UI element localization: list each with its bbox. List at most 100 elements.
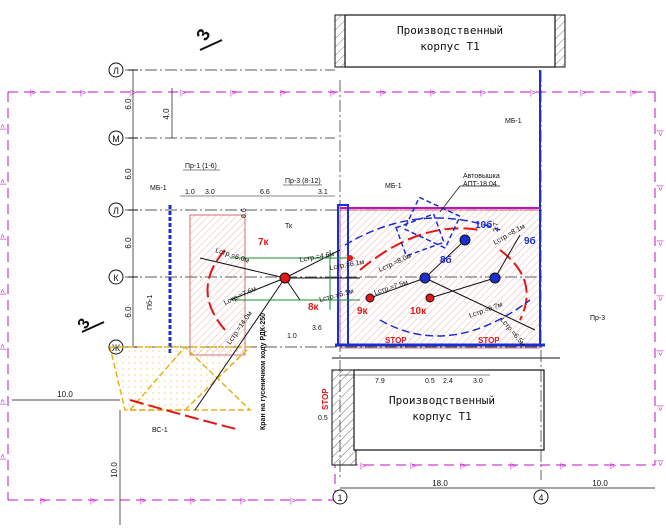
tag-mb1-right: МБ-1 bbox=[505, 118, 522, 125]
tag-vs1: ВС-1 bbox=[152, 427, 168, 434]
dim-left-4: 6.0 bbox=[124, 306, 133, 318]
section-mark-left: 3 bbox=[75, 316, 105, 333]
dim-mid-12: 1.0 bbox=[287, 333, 297, 340]
dim-mid-4: 6.6 bbox=[241, 208, 248, 218]
dim-mid-7: 7.9 bbox=[375, 378, 385, 385]
fence-marker: |> bbox=[460, 463, 466, 470]
dim-left-3: 6.0 bbox=[124, 237, 133, 249]
dim-mid-13: 3.6 bbox=[312, 325, 322, 332]
crane-label: Автовышка АПТ-18.04 bbox=[439, 173, 500, 213]
fence-marker: |> bbox=[380, 90, 386, 97]
fence-markers: |> |> |> |> |> |> |> |> |> |> |> |> |> |> |> |> |> |> |> |>… bbox=[0, 90, 663, 505]
fence-marker: |> bbox=[656, 405, 663, 411]
fence-marker: |> bbox=[410, 463, 416, 470]
section-mark-top-label: 3 bbox=[192, 25, 214, 44]
crane-title: Автовышка bbox=[463, 173, 500, 180]
dims-left: 6.0 6.0 6.0 6.0 4.0 bbox=[124, 69, 173, 348]
dim-bottom-3: 10.0 bbox=[57, 390, 73, 399]
stop-labels: STOP STOP STOP bbox=[321, 336, 500, 410]
dim-left-1: 6.0 bbox=[124, 98, 133, 110]
tag-pr1: Пр-1 (1-6) bbox=[185, 163, 217, 170]
tag-mb1-center: МБ-1 bbox=[385, 183, 402, 190]
fence-marker: |> bbox=[656, 240, 663, 246]
fence-marker: |> bbox=[560, 463, 566, 470]
dim-mid-9: 2.4 bbox=[443, 378, 453, 385]
fence-marker: |> bbox=[656, 185, 663, 191]
tag-tk: Тк bbox=[285, 223, 293, 230]
fence-marker: |> bbox=[140, 498, 146, 505]
building-top: Производственный корпус Т1 bbox=[334, 14, 566, 68]
dim-bottom-4: 10.0 bbox=[110, 462, 119, 478]
tag-pr3-right: Пр-3 bbox=[590, 315, 605, 322]
fence-marker: |> bbox=[480, 90, 486, 97]
tag-mb1-left: МБ-1 bbox=[150, 185, 167, 192]
tag-pr3: Пр-3 (8-12) bbox=[285, 178, 321, 185]
pos-10b: 10б bbox=[475, 219, 492, 231]
fence-marker: |> bbox=[360, 463, 366, 470]
position-labels: 7к 8к 9к 10к 10б 9б 8б bbox=[258, 219, 536, 317]
fence-marker: |> bbox=[190, 498, 196, 505]
fence-marker: |> bbox=[656, 460, 663, 466]
fence-marker: |> bbox=[90, 498, 96, 505]
fence-marker: |> bbox=[0, 399, 7, 405]
dim-bottom-1: 18.0 bbox=[432, 479, 448, 488]
building-bottom-name: Производственный bbox=[389, 394, 495, 407]
building-top-sub: корпус Т1 bbox=[420, 40, 480, 53]
axis-label-4: К bbox=[113, 273, 119, 283]
fence-marker: |> bbox=[0, 454, 7, 460]
fence-marker: |> bbox=[0, 234, 7, 240]
fence-marker: |> bbox=[280, 90, 286, 97]
dim-left-5: 4.0 bbox=[162, 108, 171, 120]
fence-marker: |> bbox=[656, 350, 663, 356]
fence-marker: |> bbox=[30, 90, 36, 97]
building-bottom-sub: корпус Т1 bbox=[412, 410, 472, 423]
dim-mid-11: 0.5 bbox=[318, 415, 328, 422]
pos-9k: 9к bbox=[357, 306, 369, 317]
dims-middle: 1.0 3.0 6.6 6.6 3.1 2.7 7.9 0.5 2.4 3.0 … bbox=[180, 189, 500, 422]
fence-marker: |> bbox=[610, 463, 616, 470]
crane-note: Кран на гусеничном ходу РДК-250 bbox=[260, 313, 267, 430]
dim-mid-3: 6.6 bbox=[260, 189, 270, 196]
tag-pb1: Пб-1 bbox=[146, 295, 154, 310]
dim-mid-8: 0.5 bbox=[425, 378, 435, 385]
fence-marker: |> bbox=[180, 90, 186, 97]
pos-10k: 10к bbox=[410, 306, 427, 317]
fence-marker: |> bbox=[0, 344, 7, 350]
dim-mid-1: 1.0 bbox=[185, 189, 195, 196]
tags: Пр-1 (1-6) Пр-3 (8-12) МБ-1 МБ-1 МБ-1 Пб… bbox=[146, 118, 605, 434]
stop-2: STOP bbox=[478, 336, 500, 345]
fence-marker: |> bbox=[40, 498, 46, 505]
axis-label-1: Л bbox=[113, 66, 119, 76]
dim-mid-10: 3.0 bbox=[473, 378, 483, 385]
work-area-left bbox=[189, 214, 246, 356]
crane-pivots bbox=[279, 234, 501, 303]
boom-lines-green bbox=[230, 250, 360, 310]
crane-footprint-2 bbox=[128, 345, 252, 411]
axis-label-3: Л bbox=[113, 206, 119, 216]
section-mark-left-label: 3 bbox=[75, 316, 94, 332]
dims-bottom: 18.0 10.0 10.0 10.0 bbox=[12, 390, 655, 525]
fence-marker: |> bbox=[430, 90, 436, 97]
pos-8k: 8к bbox=[308, 302, 320, 313]
stop-3: STOP bbox=[321, 388, 330, 410]
fence-marker: |> bbox=[656, 295, 663, 301]
scaffold-box bbox=[337, 204, 349, 346]
fence-marker: |> bbox=[530, 90, 536, 97]
dim-mid-6: 2.7 bbox=[493, 222, 500, 232]
section-mark-top: 3 bbox=[192, 25, 223, 51]
axis-label-2: М bbox=[112, 134, 120, 144]
dim-mid-2: 3.0 bbox=[205, 189, 215, 196]
pos-8b: 8б bbox=[440, 254, 452, 266]
fence-marker: |> bbox=[330, 90, 336, 97]
fence-marker: |> bbox=[230, 90, 236, 97]
axis-number-4: 4 bbox=[538, 493, 543, 503]
dim-left-2: 6.0 bbox=[124, 168, 133, 180]
pos-9b: 9б bbox=[524, 235, 536, 247]
crane-model: АПТ-18.04 bbox=[463, 181, 497, 188]
fence-marker: |> bbox=[630, 90, 636, 97]
fence-marker: |> bbox=[80, 90, 86, 97]
fence-marker: |> bbox=[0, 289, 7, 295]
dim-mid-5: 3.1 bbox=[318, 189, 328, 196]
